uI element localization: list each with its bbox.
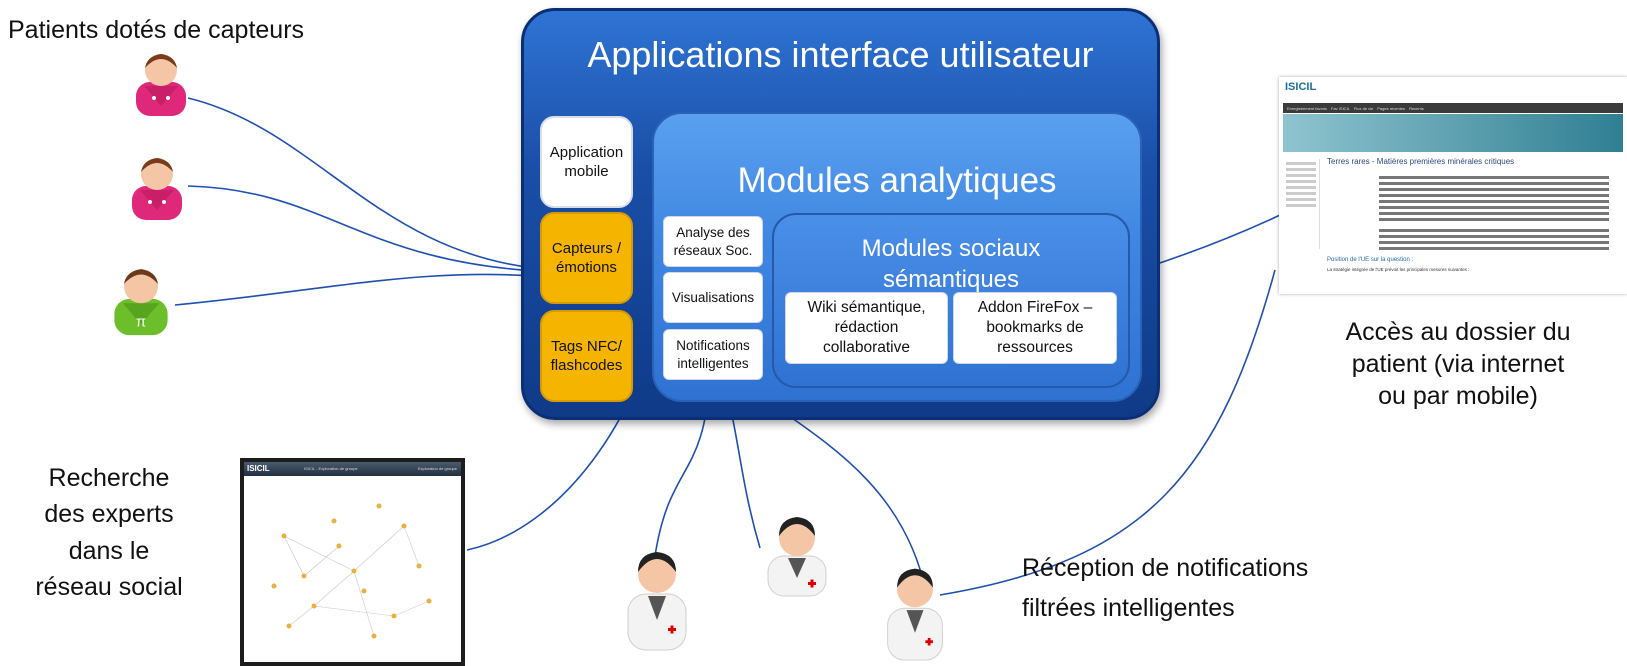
doctor-avatar-icon xyxy=(767,517,827,597)
svg-text:π: π xyxy=(136,315,146,331)
search-line-3: dans le xyxy=(68,536,150,565)
doc-section-title: Position de l'UE sur la question : xyxy=(1327,257,1414,263)
social-title-line-2: sémantiques xyxy=(882,266,1020,294)
patient3-connector xyxy=(174,273,559,306)
search-line-1: Recherche xyxy=(48,464,170,492)
search-line-2: des experts xyxy=(44,500,174,529)
sensors-label-1: Capteurs / xyxy=(551,239,622,257)
visualisations-label: Visualisations xyxy=(671,289,755,305)
addon-label-2: bookmarks de xyxy=(986,318,1084,336)
access-line-2: patient (via internet xyxy=(1351,350,1565,378)
doc-nav-bar: Enregistrement favoris Fav ISICIL Flux d… xyxy=(1283,103,1623,113)
doc-logo: ISICIL xyxy=(1285,81,1317,93)
social-network-graph xyxy=(271,503,432,639)
patient-avatar-icon xyxy=(136,54,186,116)
access-line-3: ou par mobile) xyxy=(1378,382,1538,410)
patient1-connector xyxy=(187,97,557,271)
doc-sidebar xyxy=(1283,159,1320,249)
social-analysis-box: Analyse des réseaux Soc. xyxy=(663,216,763,267)
patient2-connector xyxy=(187,185,557,273)
notifications-label-2: intelligentes xyxy=(677,355,749,371)
social-analysis-label-2: réseaux Soc. xyxy=(673,242,753,258)
nfc-label-1: Tags NFC/ xyxy=(551,337,622,355)
doc-paragraph xyxy=(1379,173,1609,253)
doc-title: Terres rares - Matières premières minéra… xyxy=(1327,157,1515,166)
sensors-label-2: émotions xyxy=(556,259,617,276)
mobile-app-box: Application mobile xyxy=(540,116,633,208)
social-title-line-1: Modules sociaux xyxy=(861,235,1041,262)
doctor-avatar-icon xyxy=(627,552,687,651)
access-line-1: Accès au dossier du xyxy=(1345,318,1571,346)
firefox-addon-box: Addon FireFox – bookmarks de ressources xyxy=(953,292,1117,364)
patient-record-access-label: Accès au dossier du patient (via interne… xyxy=(1268,316,1627,412)
addon-label-1: Addon FireFox – xyxy=(977,298,1093,316)
wiki-label-1: Wiki sémantique, xyxy=(807,298,926,316)
sensors-box: Capteurs / émotions xyxy=(540,212,633,304)
reception-line-1: Réception de notifications xyxy=(1022,554,1309,582)
applications-title: Applications interface utilisateur xyxy=(587,34,1094,75)
wiki-label-3: collaborative xyxy=(822,339,910,357)
doctor-avatar-icon xyxy=(887,568,943,661)
notifications-reception-label: Réception de notifications filtrées inte… xyxy=(1022,548,1308,628)
doc-nav-item: Recents xyxy=(1409,105,1424,111)
net-logo: ISICIL xyxy=(247,464,270,473)
nfc-tags-box: Tags NFC/flashcodes xyxy=(540,310,633,402)
doc-nav-item: Fav ISICIL xyxy=(1331,105,1350,111)
social-modules-title: Modules sociaux sémantiques xyxy=(772,233,1130,295)
social-network-screenshot: ISICIL ISICIL - Exploration de groupe Ex… xyxy=(240,458,465,666)
doc-banner xyxy=(1283,114,1623,152)
addon-label-3: ressources xyxy=(997,339,1073,357)
social-analysis-label-1: Analyse des xyxy=(676,224,750,240)
patient-record-screenshot: ISICIL Enregistrement favoris Fav ISICIL… xyxy=(1279,77,1627,294)
net-header: ISICIL ISICIL - Exploration de groupe Ex… xyxy=(244,462,461,476)
visualisations-box: Visualisations xyxy=(663,272,763,323)
notifications-box: Notifications intelligentes xyxy=(663,329,763,380)
semantic-wiki-box: Wiki sémantique, rédaction collaborative xyxy=(785,292,948,364)
doc-nav-item: Pages récentes xyxy=(1377,105,1406,111)
patient-avatar-icon xyxy=(132,158,182,220)
patients-label: Patients dotés de capteurs xyxy=(8,16,305,44)
mobile-app-label-1: Application xyxy=(549,143,624,161)
net-header-right: Exploration de groupe xyxy=(417,466,457,471)
analytics-title: Modules analytiques xyxy=(737,161,1057,200)
reception-connector xyxy=(939,269,1276,596)
patient-avatar-icon: π xyxy=(114,269,168,336)
notifications-label-1: Notifications xyxy=(676,337,750,353)
doc-section-text: La stratégie intégrée de l'UE prévoit le… xyxy=(1327,267,1470,272)
nfc-label-2: flashcodes xyxy=(550,357,623,374)
net-title: ISICIL - Exploration de groupe xyxy=(304,466,358,471)
doc-nav-item: Enregistrement favoris xyxy=(1287,105,1328,111)
mobile-app-label-2: mobile xyxy=(564,163,609,180)
doc-nav-item: Flux de vie xyxy=(1353,105,1374,111)
reception-line-2: filtrées intelligentes xyxy=(1022,594,1235,622)
wiki-label-2: rédaction xyxy=(834,318,899,336)
search-line-4: réseau social xyxy=(35,572,183,601)
expert-search-label: Recherche des experts dans le réseau soc… xyxy=(0,460,218,605)
